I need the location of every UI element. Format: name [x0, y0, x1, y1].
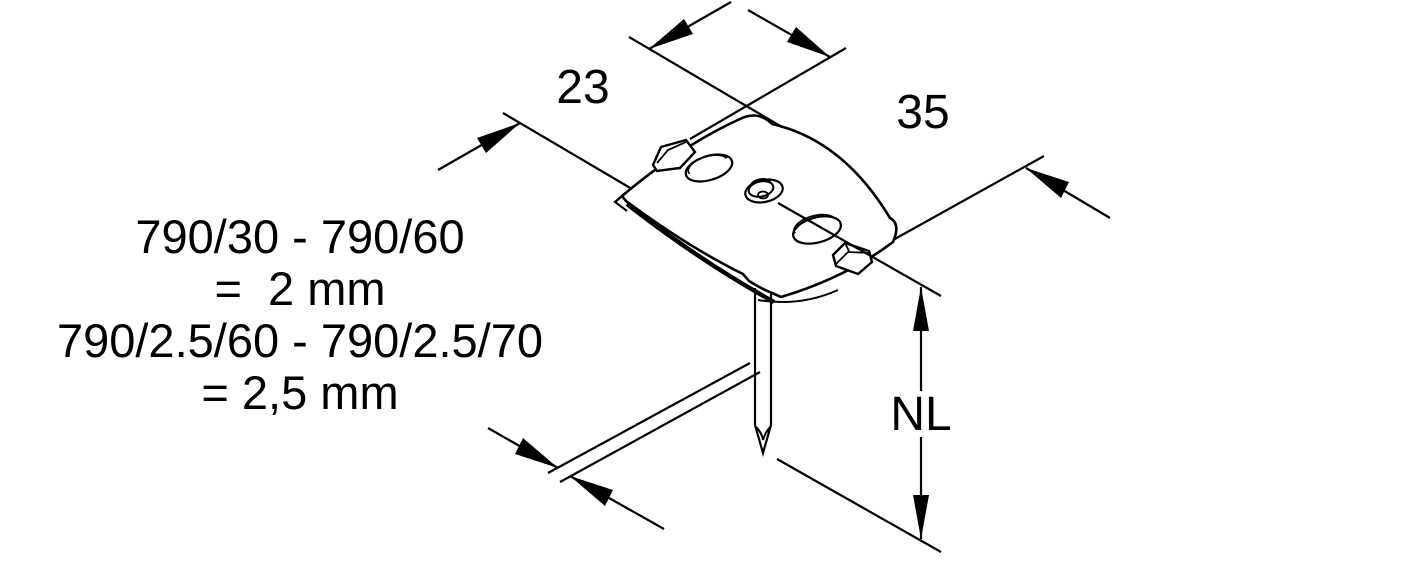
nail-shank	[753, 288, 773, 458]
variant-note-line4: = 2,5 mm	[201, 366, 398, 419]
tab-lower-right-edge-line	[844, 242, 850, 252]
dim-dia-arrowhead-lower-icon	[570, 476, 613, 506]
variant-note-line1: 790/30 - 790/60	[135, 210, 464, 263]
nail-point	[753, 424, 773, 458]
centre-dimple	[744, 177, 784, 204]
tab-upper-left	[651, 138, 697, 173]
dim-nl-extension-line-top	[777, 202, 942, 297]
dim-nl-arrowhead-up-icon	[913, 287, 929, 331]
dimension-plate-width: 23	[437, 1, 783, 190]
dim-23-arrowhead-lower-icon	[477, 123, 520, 153]
plate-outline	[620, 114, 898, 299]
hole-upper-left-inner-arc	[687, 154, 728, 175]
tab-upper-left-fold-line	[656, 141, 687, 164]
dim-23-extension-line-upper	[628, 36, 783, 128]
dim-35-arrowhead-right-icon	[1026, 168, 1069, 198]
nail-length-label: NL	[890, 388, 951, 441]
plate-corner-notch	[613, 195, 628, 212]
dim-dia-arrowhead-upper-icon	[515, 438, 558, 468]
dimple-outer-ring	[744, 178, 784, 204]
hole-lower-right-rim	[792, 215, 842, 245]
dimension-plate-length: 35	[689, 9, 1111, 241]
variant-note-line3: 790/2.5/60 - 790/2.5/70	[57, 314, 543, 367]
nail-point-facet	[755, 426, 771, 441]
variant-note-line2: = 2 mm	[214, 262, 385, 315]
plate-thickness-band	[625, 202, 776, 304]
plate-length-label: 35	[896, 86, 949, 139]
dimension-nail-length: NL	[776, 202, 952, 553]
dim-23-arrowhead-upper-icon	[649, 19, 693, 49]
hole-upper-left	[684, 153, 734, 183]
plate-width-label: 23	[556, 61, 609, 114]
dimple-middle-ring	[747, 180, 775, 198]
dim-nl-extension-line-bottom	[776, 458, 942, 553]
dim-dia-extension-line-a	[547, 362, 751, 474]
plate-underside-edge	[757, 289, 839, 304]
dimension-shank-diameter	[487, 362, 761, 530]
dim-35-arrowhead-left-icon	[787, 27, 830, 57]
variant-note: 790/30 - 790/60 = 2 mm 790/2.5/60 - 790/…	[57, 210, 543, 419]
dim-35-extension-line-left	[689, 47, 847, 140]
tab-lower-right-fold-line	[835, 251, 871, 265]
dim-dia-extension-line-b	[559, 371, 761, 483]
dimple-inner-arc	[749, 177, 772, 187]
tab-upper-left-outline	[651, 138, 697, 173]
hole-lower-right	[792, 213, 842, 245]
hole-lower-right-inner-arc	[793, 213, 836, 234]
dim-35-extension-line-right	[892, 155, 1045, 241]
dim-nl-arrowhead-down-icon	[913, 495, 929, 539]
dimple-centre	[757, 190, 769, 200]
dim-23-extension-line-lower	[502, 112, 633, 190]
anchor-plate	[613, 114, 898, 304]
